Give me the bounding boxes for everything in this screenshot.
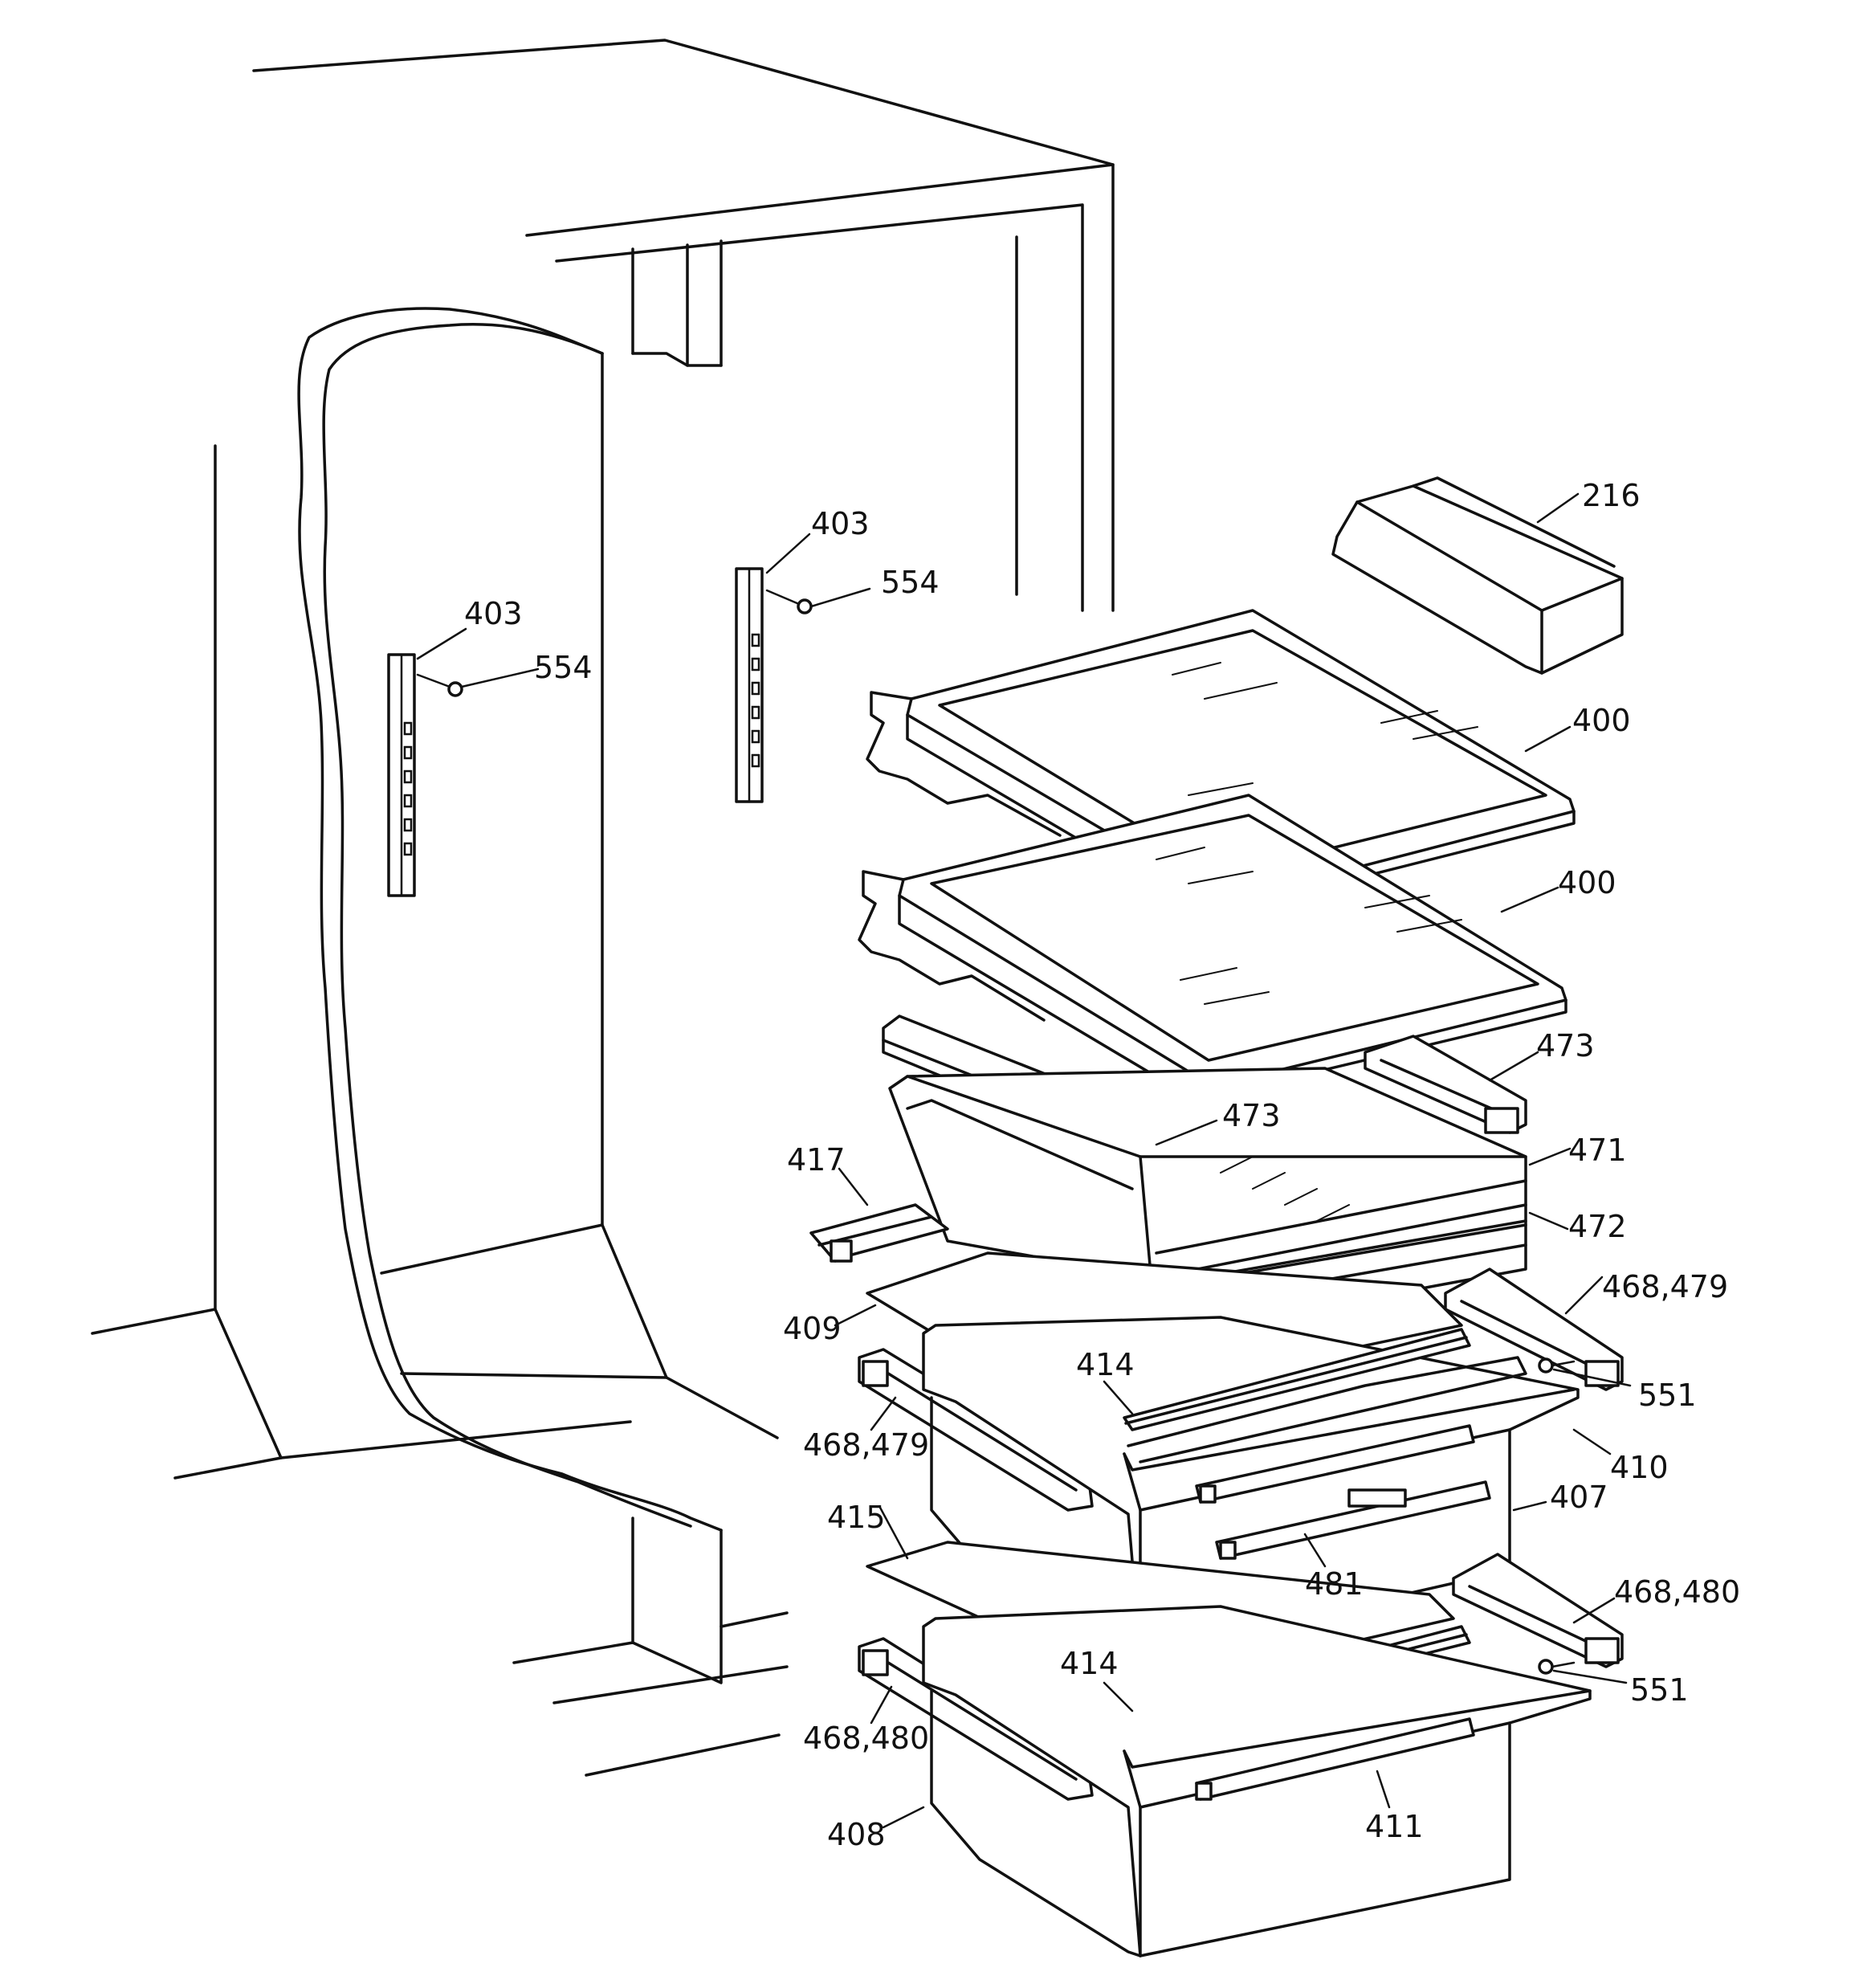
callout-471: 471 [1568, 1133, 1627, 1168]
crisper-drawer-lower [922, 1605, 1592, 1957]
callout-400-top: 400 [1572, 703, 1631, 738]
callout-468-479-left: 468,479 [803, 1427, 930, 1463]
glass-shelf-top [866, 609, 1576, 917]
callout-410: 410 [1610, 1450, 1669, 1485]
pan-rail-support [809, 1203, 949, 1263]
callout-481: 481 [1305, 1566, 1364, 1602]
callout-415: 415 [827, 1500, 886, 1535]
callout-414-upper: 414 [1076, 1347, 1135, 1382]
crisper-slide-left-upper [858, 1348, 1094, 1512]
crisper-slide-left-lower [858, 1637, 1094, 1801]
shelf-ladder-right [735, 567, 764, 803]
pan-rail-right [1364, 1035, 1527, 1134]
callout-468-479-right: 468,479 [1602, 1269, 1729, 1304]
cabinet-outline [91, 39, 1115, 1777]
callout-551-lower: 551 [1630, 1672, 1689, 1708]
callout-417: 417 [787, 1142, 846, 1178]
screw-icon [416, 589, 813, 697]
callout-551-upper: 551 [1638, 1378, 1697, 1413]
shelf-ladder-left [387, 653, 416, 897]
callout-403-left: 403 [464, 596, 523, 631]
crisper-track-upper [1123, 1328, 1471, 1431]
crisper-slide-right-lower [1452, 1553, 1624, 1668]
callout-473-center: 473 [1222, 1098, 1281, 1133]
callout-216: 216 [1582, 478, 1641, 513]
callout-411: 411 [1365, 1809, 1424, 1844]
callout-409: 409 [783, 1311, 842, 1346]
callout-554-left: 554 [534, 650, 593, 685]
callout-414-lower: 414 [1060, 1646, 1119, 1681]
callout-554-right: 554 [881, 565, 940, 600]
cabinet-breakaway [297, 307, 723, 1532]
drawer-handle-rail [1195, 1424, 1491, 1560]
screw-icon [1538, 1357, 1576, 1675]
callout-400-middle: 400 [1558, 865, 1616, 900]
callout-473-right: 473 [1536, 1028, 1595, 1063]
snack-bin [1331, 476, 1624, 675]
leader-lines [416, 492, 1632, 1829]
callout-408: 408 [827, 1817, 886, 1852]
callout-407: 407 [1550, 1480, 1608, 1515]
callout-472: 472 [1568, 1209, 1627, 1244]
callout-468-480-right: 468,480 [1614, 1574, 1741, 1610]
callout-468-480-left: 468,480 [803, 1721, 930, 1756]
callout-403-right: 403 [811, 506, 870, 541]
